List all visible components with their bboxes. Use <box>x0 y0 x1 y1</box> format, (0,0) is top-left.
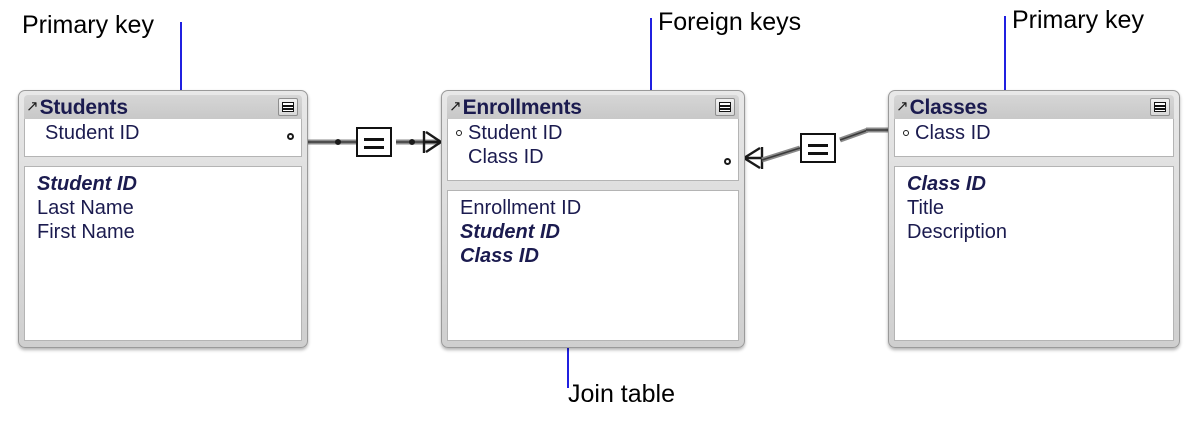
field-row[interactable]: Title <box>907 197 945 219</box>
annotation-foreign-keys: Foreign keys <box>658 8 802 36</box>
field-row[interactable]: Class ID <box>460 245 539 267</box>
field-row[interactable]: Student ID <box>37 173 137 195</box>
table-students-list-button-icon[interactable] <box>278 98 298 116</box>
table-enrollments-key-panel[interactable]: Student ID Class ID <box>447 119 739 181</box>
relationship-operator-students-enrollments[interactable] <box>356 127 392 157</box>
table-enrollments-title: Enrollments <box>462 95 582 119</box>
table-enrollments-key-field[interactable]: Class ID <box>468 146 544 169</box>
panel-divider <box>24 157 302 166</box>
table-enrollments[interactable]: ↗ Enrollments Student ID Class ID Enroll… <box>441 90 745 348</box>
open-table-arrow-icon[interactable]: ↗ <box>896 97 909 115</box>
table-students[interactable]: ↗ Students Student ID Student ID Last Na… <box>18 90 308 348</box>
relationship-operator-enrollments-classes[interactable] <box>800 133 836 163</box>
table-enrollments-key-field[interactable]: Student ID <box>455 121 732 145</box>
field-row[interactable]: Class ID <box>907 173 986 195</box>
table-enrollments-header[interactable]: ↗ Enrollments <box>447 95 739 119</box>
relationship-anchor-dot <box>724 158 731 165</box>
table-enrollments-fields[interactable]: Enrollment ID Student ID Class ID <box>447 190 739 341</box>
annotation-primary-key-left: Primary key <box>22 11 154 39</box>
table-students-key-panel[interactable]: Student ID <box>24 119 302 157</box>
panel-divider <box>894 157 1174 166</box>
table-classes-key-field[interactable]: Class ID <box>902 121 1167 145</box>
key-bullet-icon <box>903 130 909 137</box>
field-row[interactable]: Last Name <box>37 197 134 219</box>
field-row[interactable]: First Name <box>37 221 135 243</box>
leader-line-join-table <box>567 320 569 388</box>
table-students-key-field[interactable]: Student ID <box>45 122 140 144</box>
relationship-anchor-dot <box>287 133 294 140</box>
open-table-arrow-icon[interactable]: ↗ <box>26 97 39 115</box>
table-classes-header[interactable]: ↗ Classes <box>894 95 1174 119</box>
table-enrollments-list-button-icon[interactable] <box>715 98 735 116</box>
table-classes[interactable]: ↗ Classes Class ID Class ID Title Descri… <box>888 90 1180 348</box>
table-classes-fields[interactable]: Class ID Title Description <box>894 166 1174 341</box>
table-students-title: Students <box>39 95 128 119</box>
panel-divider <box>447 181 739 190</box>
leader-line-primary-key-right <box>1004 16 1006 131</box>
open-table-arrow-icon[interactable]: ↗ <box>449 97 462 115</box>
table-classes-list-button-icon[interactable] <box>1150 98 1170 116</box>
key-bullet-icon <box>456 130 462 137</box>
annotation-primary-key-right: Primary key <box>1012 6 1144 34</box>
field-row[interactable]: Enrollment ID <box>460 197 582 219</box>
table-classes-key-panel[interactable]: Class ID <box>894 119 1174 157</box>
leader-line-primary-key-left <box>180 22 182 130</box>
annotation-join-table: Join table <box>568 380 676 408</box>
table-students-fields[interactable]: Student ID Last Name First Name <box>24 166 302 341</box>
table-classes-title: Classes <box>909 95 988 119</box>
field-row[interactable]: Description <box>907 221 1008 243</box>
field-row[interactable]: Student ID <box>460 221 560 243</box>
table-students-header[interactable]: ↗ Students <box>24 95 302 119</box>
